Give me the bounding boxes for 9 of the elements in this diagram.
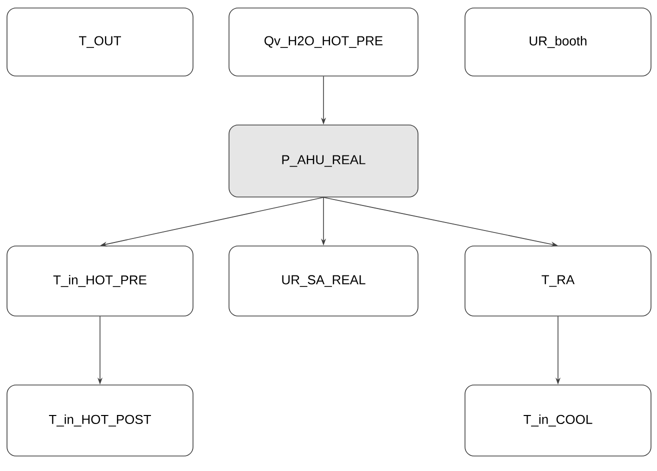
process-box: UR_SA_REAL <box>228 246 418 316</box>
process-box: T_in_HOT_POST <box>6 384 194 456</box>
process-box: UR_booth <box>464 8 652 76</box>
process-box: Qv_H2O_HOT_PRE <box>228 8 418 76</box>
process-box: T_RA <box>464 246 652 316</box>
process-box: T_OUT <box>6 8 194 76</box>
process-box: P_AHU_REAL <box>228 124 418 198</box>
process-box: T_in_COOL <box>464 384 652 456</box>
process-box: T_in_HOT_PRE <box>6 246 194 316</box>
